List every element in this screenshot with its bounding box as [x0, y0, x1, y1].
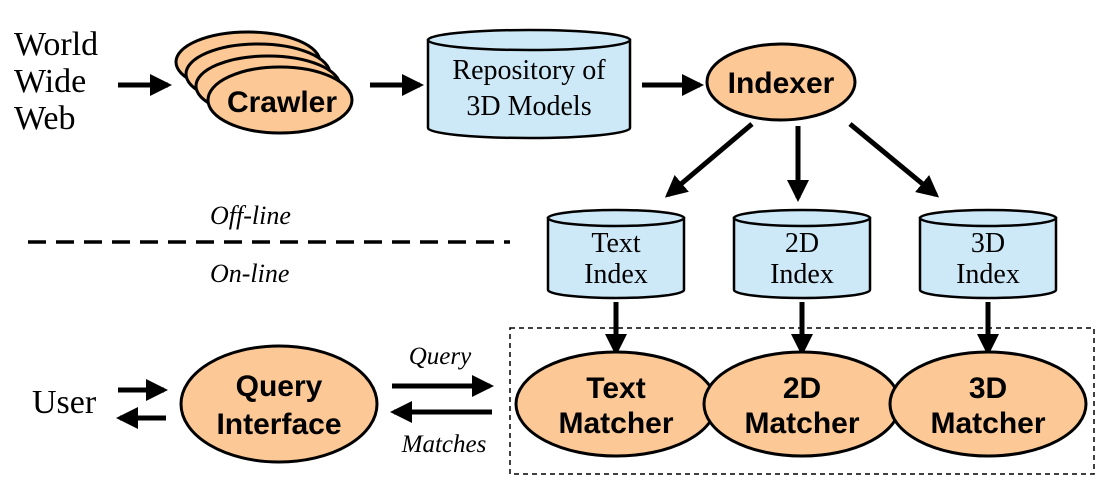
matches-flow-label: Matches: [401, 431, 487, 458]
arrow-indexer-to-3d-index: [848, 122, 940, 198]
3d-matcher-node: 3D Matcher: [888, 350, 1088, 458]
repository-database: Repository of 3D Models: [426, 28, 632, 140]
node-label-text: Web: [14, 100, 75, 137]
world-wide-web-label: World Wide Web: [14, 26, 98, 137]
node-label-text: Indexer: [728, 67, 835, 100]
node-label-text: Index: [956, 259, 1020, 290]
node-label-text: Matcher: [930, 407, 1045, 440]
node-label-text: Text: [586, 372, 645, 405]
node-shape: [426, 38, 632, 140]
3d-index-database: 3D Index: [918, 208, 1058, 300]
indexer-node: Indexer: [705, 42, 857, 122]
node-label-text: Wide: [14, 63, 86, 100]
node-shape: [546, 216, 686, 300]
node-label-text: Query: [236, 370, 323, 403]
node-label-text: Matcher: [744, 407, 859, 440]
node-shape: [918, 216, 1058, 300]
node-shape: [206, 65, 354, 135]
node-label-text: Matcher: [558, 407, 673, 440]
2d-index-database: 2D Index: [732, 208, 872, 300]
online-label: On-line: [210, 259, 289, 288]
node-label-text: 3D: [971, 228, 1005, 259]
matcher-group-box: [509, 327, 1095, 475]
crawler-label: Crawler: [227, 86, 337, 119]
node-label-text: 2D: [785, 228, 819, 259]
node-shape: [179, 344, 379, 464]
offline-label: Off-line: [210, 201, 291, 230]
node-shape: [732, 216, 872, 300]
node-label-text: 3D: [969, 372, 1007, 405]
text-index-database: Text Index: [546, 208, 686, 300]
node-label-text: Index: [584, 259, 648, 290]
text-matcher-node: Text Matcher: [514, 350, 718, 458]
crawler-node: Crawler: [174, 30, 354, 135]
node-shape: [705, 42, 857, 122]
node-label-text: Index: [770, 259, 834, 290]
node-shape: [732, 208, 872, 228]
arrow-indexer-to-text-index: [664, 122, 754, 198]
node-shape: [918, 208, 1058, 228]
node-shape: [426, 28, 632, 52]
2d-matcher-node: 2D Matcher: [702, 350, 902, 458]
node-label-text: Repository of: [452, 55, 606, 86]
node-label-text: Text: [591, 228, 641, 259]
query-interface-node: Query Interface: [179, 344, 379, 464]
node-shape: [888, 350, 1088, 458]
user-label: User: [32, 384, 97, 421]
query-flow-label: Query: [409, 343, 472, 370]
node-label-text: 3D Models: [466, 91, 591, 122]
node-label-text: Interface: [216, 408, 341, 441]
node-shape: [546, 208, 686, 228]
node-label-text: World: [14, 26, 98, 63]
node-label-text: 2D: [783, 372, 821, 405]
